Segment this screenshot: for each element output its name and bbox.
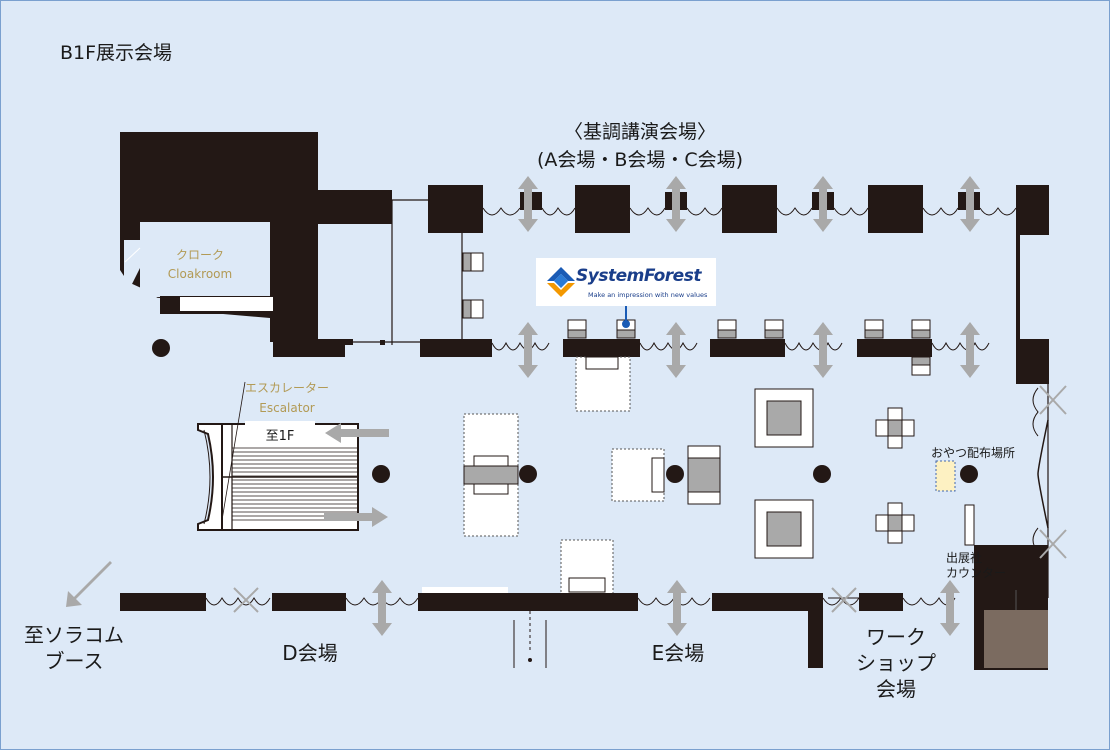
pillars <box>372 465 978 483</box>
booth-tables <box>462 252 931 376</box>
cloakroom-label: クローク Cloakroom <box>150 246 250 284</box>
escalator-label: エスカレーター Escalator <box>222 378 352 418</box>
solacom-line1: 至ソラコム <box>24 623 124 647</box>
cloakroom-room <box>140 222 270 297</box>
floor-title: B1F展示会場 <box>60 42 173 64</box>
workshop-line1: ワーク <box>866 625 926 649</box>
meeting-tables <box>754 388 915 559</box>
partition-curtains <box>205 207 1039 606</box>
hall-e-label: E会場 <box>651 641 705 665</box>
snack-area-label: おやつ配布場所 <box>931 446 1016 460</box>
sponsor-location-marker <box>622 320 630 328</box>
exhibitor-counter-line1: 出展社 <box>946 551 983 565</box>
snack-area-marker <box>935 460 956 492</box>
sponsor-name: SystemForest <box>576 266 701 286</box>
passage-arrows <box>66 176 980 636</box>
workshop-line3: 会場 <box>876 677 916 701</box>
sponsor-logo-icon <box>547 267 575 297</box>
keynote-label-line2: (A会場・B会場・C会場) <box>536 149 744 171</box>
escalator-label-en: Escalator <box>259 401 315 415</box>
exhibitor-counter-label: 出展社 カウンター <box>946 551 1016 581</box>
keynote-hall-label: 〈基調講演会場〉 (A会場・B会場・C会場) <box>420 118 860 174</box>
keynote-label-line1: 〈基調講演会場〉 <box>563 121 716 143</box>
sponsor-logo: SystemForest Make an impression with new… <box>536 258 716 306</box>
middle-wall-blocks <box>273 232 1049 384</box>
closed-door-marks <box>233 385 1067 613</box>
keynote-wall-blocks <box>428 185 1049 235</box>
hall-d-label: D会場 <box>282 641 338 665</box>
cloakroom-label-en: Cloakroom <box>167 267 233 281</box>
workshop-hall-label: ワーク ショップ 会場 <box>846 624 946 702</box>
solacom-direction-label: 至ソラコム ブース <box>18 622 130 674</box>
exhibitor-counter-line2: カウンター <box>946 566 1007 580</box>
workshop-line2: ショップ <box>856 651 936 675</box>
workshop-corner <box>984 610 1048 668</box>
escalator <box>197 381 359 531</box>
exhibitor-counter-desk <box>964 504 975 546</box>
escalator-sign: 至1F <box>265 429 295 444</box>
pillar <box>152 339 170 357</box>
cloakroom-label-ja: クローク <box>175 248 224 262</box>
solacom-line2: ブース <box>44 649 104 673</box>
sponsor-tagline: Make an impression with new values <box>588 291 708 299</box>
escalator-label-ja: エスカレーター <box>244 381 329 395</box>
